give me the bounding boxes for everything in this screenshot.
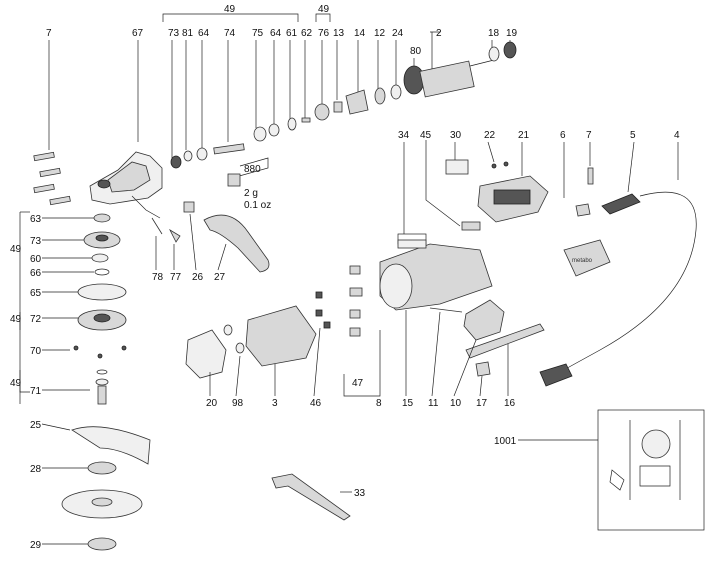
label-29: 29: [30, 540, 42, 551]
brand-logo: metabo: [572, 258, 593, 264]
label-49-top: 49: [224, 4, 236, 15]
label-33: 33: [354, 488, 366, 499]
label-49-72: 49: [10, 314, 22, 325]
label-20: 20: [206, 398, 218, 409]
label-6: 6: [560, 130, 566, 141]
label-65: 65: [30, 288, 42, 299]
label-26: 26: [192, 272, 204, 283]
weight-grams: 2 g: [244, 188, 258, 199]
label-60: 60: [30, 254, 42, 265]
handle-parts: 78 77 26 27: [151, 201, 270, 283]
weight-ounces: 0.1 oz: [244, 200, 271, 211]
label-76: 76: [318, 28, 330, 39]
label-14: 14: [354, 28, 366, 39]
label-7: 7: [46, 28, 52, 39]
label-49-left: 49: [10, 244, 22, 255]
label-22: 22: [484, 130, 496, 141]
label-74: 74: [224, 28, 236, 39]
label-28: 28: [30, 464, 42, 475]
label-70: 70: [30, 346, 42, 357]
label-77: 77: [170, 272, 182, 283]
spanner-33: 33: [271, 473, 366, 521]
label-8: 8: [376, 398, 382, 409]
label-62: 62: [301, 28, 313, 39]
label-16: 16: [504, 398, 516, 409]
label-17: 17: [476, 398, 488, 409]
label-63: 63: [30, 214, 42, 225]
label-27: 27: [214, 272, 226, 283]
label-98: 98: [232, 398, 244, 409]
cable-parts: 6 7 5 4 metabo: [539, 130, 697, 387]
armature-2: [403, 41, 517, 98]
label-75: 75: [252, 28, 264, 39]
label-49-71: 49: [10, 378, 22, 389]
label-61: 61: [286, 28, 298, 39]
switch-parts: 10 17 16: [450, 299, 545, 409]
label-7-right: 7: [586, 130, 592, 141]
label-1001: 1001: [494, 436, 517, 447]
label-15: 15: [402, 398, 414, 409]
label-45: 45: [420, 130, 432, 141]
label-64: 64: [198, 28, 210, 39]
spindle-parts: [170, 84, 402, 169]
screws-7: [33, 151, 71, 206]
label-25: 25: [30, 420, 42, 431]
grease-880: 880 2 g 0.1 oz: [227, 157, 271, 211]
label-73: 73: [168, 28, 180, 39]
label-12: 12: [374, 28, 386, 39]
label-73-left: 73: [30, 236, 42, 247]
motor-parts: 20 98 3 46 47 8: [185, 265, 382, 409]
label-72: 72: [30, 314, 42, 325]
top-leaders: [48, 31, 511, 158]
label-13: 13: [333, 28, 345, 39]
label-67: 67: [132, 28, 144, 39]
label-78: 78: [152, 272, 164, 283]
bracket-49-top: 49 49: [162, 4, 331, 22]
label-80: 80: [410, 46, 422, 57]
label-64b: 64: [270, 28, 282, 39]
label-11: 11: [428, 398, 439, 409]
label-47: 47: [352, 378, 364, 389]
label-21: 21: [518, 130, 530, 141]
motor-housing-15: 34 45 30 15 11: [379, 130, 493, 409]
label-81: 81: [182, 28, 194, 39]
left-column: 49 63 73 60 66 65 49 72 70 49 71: [10, 211, 151, 551]
label-30: 30: [450, 130, 462, 141]
circuit-1001: 1001: [494, 409, 705, 531]
label-3: 3: [272, 398, 278, 409]
label-10: 10: [450, 398, 462, 409]
label-18: 18: [488, 28, 500, 39]
label-49-top-small: 49: [318, 4, 330, 15]
label-24: 24: [392, 28, 404, 39]
rear-cover-21: 22 21: [477, 130, 549, 223]
label-34: 34: [398, 130, 410, 141]
label-2: 2: [436, 28, 442, 39]
label-5: 5: [630, 130, 636, 141]
top-labels: 7 67 73 81 64 74 75 64 61 62 76 13 14 12…: [46, 28, 518, 57]
gear-housing-67: [89, 151, 163, 219]
label-19: 19: [506, 28, 518, 39]
label-66: 66: [30, 268, 42, 279]
label-71: 71: [30, 386, 42, 397]
label-46: 46: [310, 398, 322, 409]
label-880: 880: [244, 164, 261, 175]
label-4: 4: [674, 130, 680, 141]
